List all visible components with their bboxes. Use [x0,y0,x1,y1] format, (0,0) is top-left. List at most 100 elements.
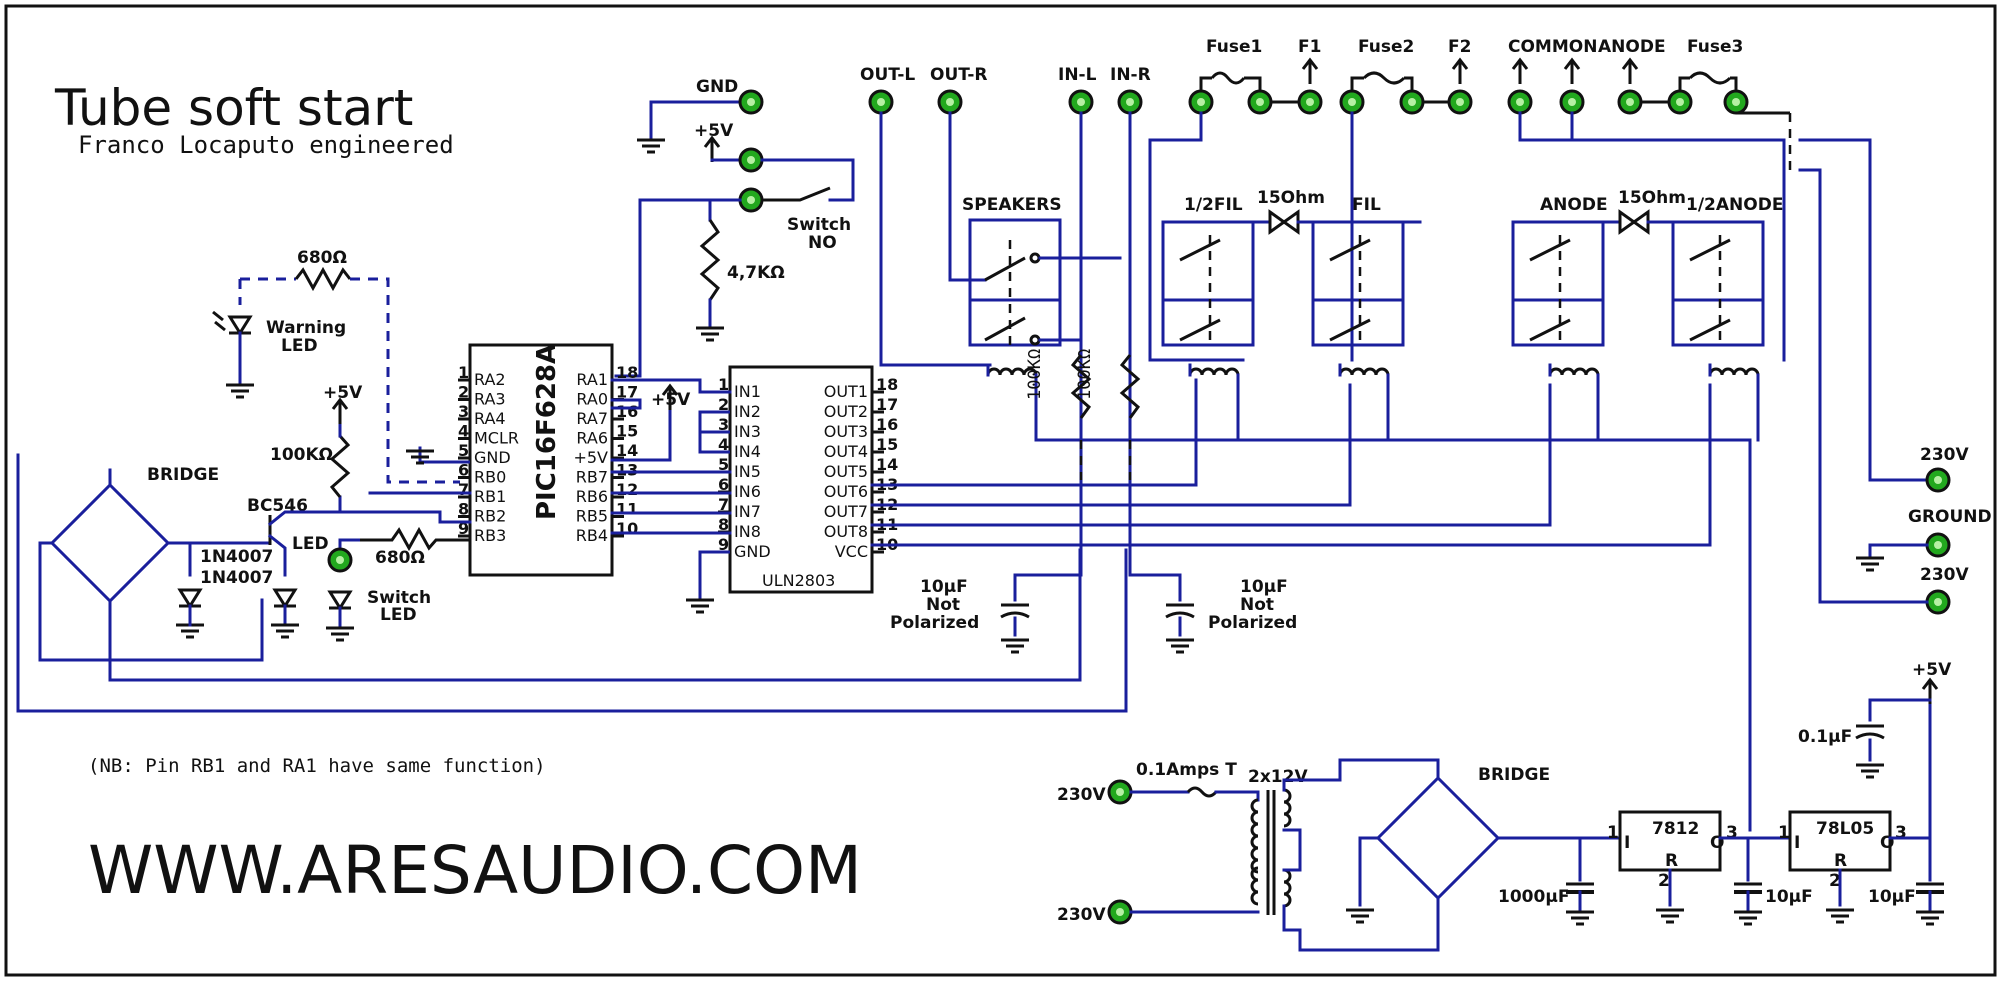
fuse2-out-terminal[interactable] [1399,89,1425,115]
pin-name: IN6 [734,482,761,501]
warning-led-group: 680Ω Warning LED [212,248,460,484]
power-supply-group: 0.1Amps T 2x12V BRIDGE 230V 230V 1000µF … [1057,660,1952,952]
out-l-terminal[interactable] [868,89,894,115]
pin-number: 1 [718,375,729,394]
uln-chip-name: ULN2803 [762,571,835,590]
switch-no-label-1: Switch [787,215,851,235]
cap-10uf-b-label: 10µF [1868,887,1916,907]
pin-name: RB1 [474,487,506,506]
pin-name: OUT8 [824,522,868,541]
pin-name: GND [474,448,511,467]
bridge-2-label: BRIDGE [1478,765,1550,785]
switch-no-terminal[interactable] [738,187,764,213]
cap-10uf-a-label: 10µF [1765,887,1813,907]
anode-terminal[interactable] [1559,89,1585,115]
resistor-100k-label: 100KΩ [270,445,333,465]
pin-name: OUT6 [824,482,868,501]
regulator-7812 [1618,810,1722,872]
switch-led-terminal[interactable] [327,547,353,573]
led-label: LED [292,534,329,554]
svg-text:3: 3 [1726,823,1738,843]
common-terminal[interactable] [1507,89,1533,115]
pin-number: 8 [718,515,729,534]
plus5v-label-b: +5V [323,383,363,403]
diode-1-label: 1N4007 [200,547,273,567]
pin-name: IN3 [734,422,761,441]
pin-name: IN2 [734,402,761,421]
switch-led-label-2: LED [380,605,417,625]
pin-name: OUT1 [824,382,868,401]
fuse3-out-terminal[interactable] [1723,89,1749,115]
pin-name: MCLR [474,429,519,448]
transformer-label: 2x12V [1248,767,1308,787]
anode-out-terminal[interactable] [1617,89,1643,115]
website-text: WWW.ARESAUDIO.COM [88,832,862,909]
f1-terminal[interactable] [1297,89,1323,115]
svg-text:R: R [1834,851,1847,871]
ground-terminal[interactable] [1925,532,1951,558]
warning-led-label-1: Warning [266,318,346,338]
in-l-label: IN-L [1058,65,1097,85]
fuse1-in-terminal[interactable] [1188,89,1214,115]
bridge-1-label: BRIDGE [147,465,219,485]
anode-relay-label: ANODE [1540,195,1608,215]
out-r-terminal[interactable] [937,89,963,115]
resistor-15ohm-b-label: 15Ohm [1618,188,1686,208]
pin-name: RB5 [576,507,608,526]
top-terminals: OUT-L OUT-R IN-L IN-R Fuse1 F1 Fuse2 F2 … [860,37,1749,115]
mains-230v-b-terminal[interactable] [1925,589,1951,615]
in-r-terminal[interactable] [1117,89,1143,115]
pin-number: 5 [458,441,469,460]
page-subtitle: Franco Locaputo engineered [78,131,454,159]
half-anode-label: 1/2ANODE [1686,195,1783,215]
fuse-t-label: 0.1Amps T [1136,760,1237,780]
cap10-r-label-2: Not [1240,595,1274,615]
pin-name: RB4 [576,526,608,545]
pin-number: 16 [616,402,638,421]
pin-name: IN5 [734,462,761,481]
cap10-r-label-3: Polarized [1208,613,1297,633]
plus5v-label-d: +5V [1912,660,1952,680]
gnd-label: GND [696,77,738,97]
fuse3-in-terminal[interactable] [1667,89,1693,115]
pin-name: RA4 [474,409,506,428]
switch-no-group: +5V Switch NO 4,7KΩ [614,121,855,378]
svg-text:I: I [1624,833,1630,853]
svg-text:O: O [1880,833,1894,853]
cap10-l-label-2: Not [926,595,960,615]
mains-230v-a-terminal[interactable] [1925,467,1951,493]
pic-uln-wiring: +5V [610,378,732,535]
svg-text:I: I [1794,833,1800,853]
fuse1-out-terminal[interactable] [1247,89,1273,115]
pin-number: 8 [458,500,469,519]
mains-in-1-terminal[interactable] [1107,779,1133,805]
fuse2-in-terminal[interactable] [1339,89,1365,115]
fil-label: FIL [1352,195,1381,215]
fuse2-label: Fuse2 [1358,37,1414,57]
f2-terminal[interactable] [1447,89,1473,115]
pin-number: 12 [616,480,638,499]
plus5v-terminal[interactable] [738,147,764,173]
pin-name: IN4 [734,442,761,461]
page-title: Tube soft start [54,79,413,137]
fuse1-label: Fuse1 [1206,37,1262,57]
out-r-label: OUT-R [930,65,988,85]
gnd-terminal[interactable] [738,89,764,115]
in-r-label: IN-R [1110,65,1151,85]
fuse3-label: Fuse3 [1687,37,1743,57]
cap-1000uf-label: 1000µF [1498,887,1569,907]
in-l-terminal[interactable] [1068,89,1094,115]
relay-wiring: SPEAKERS 100KΩ 100KΩ 10µF Not Polarize [870,111,1792,832]
pin-number: 2 [458,383,469,402]
switch-led-label-1: Switch [367,588,431,608]
f2-label: F2 [1448,37,1471,57]
pin-number: 2 [718,395,729,414]
cap10-l-label-1: 10µF [920,577,968,597]
mains-in-2-terminal[interactable] [1107,899,1133,925]
regulator-7812-label: 7812 [1652,819,1699,839]
mains-output-group: 230V GROUND 230V [1798,138,1992,615]
pin-name: RA6 [576,429,608,448]
pin-name: RB0 [474,468,506,487]
